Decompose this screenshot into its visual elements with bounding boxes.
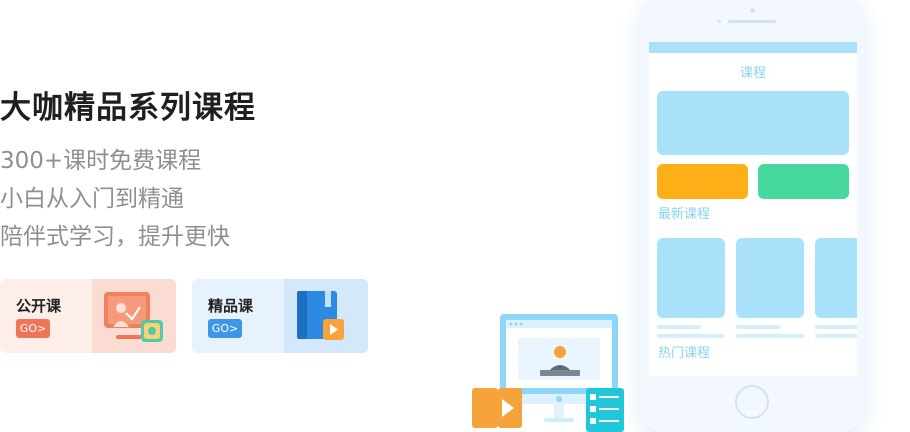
premium-course-card[interactable]: 精品课 GO> — [192, 279, 368, 353]
course-tile — [657, 238, 725, 318]
section-hot-label: 热门课程 — [658, 346, 711, 361]
text-line-placeholder — [736, 334, 804, 338]
speaker-slot — [728, 20, 776, 23]
text-line-placeholder — [736, 325, 780, 329]
category-button-green — [758, 164, 849, 199]
open-course-card[interactable]: 公开课 GO> — [0, 279, 176, 353]
status-bar — [649, 42, 857, 53]
text-line-placeholder — [657, 334, 725, 338]
text-line-placeholder — [657, 325, 701, 329]
phone-screen: 课程 最新课程 热门课程 — [649, 42, 857, 376]
banner-placeholder — [657, 91, 849, 155]
section-latest-label: 最新课程 — [658, 207, 711, 222]
sensor-dot — [718, 20, 721, 23]
camera-dot — [750, 8, 755, 13]
book-play-icon — [284, 279, 368, 353]
screen-title: 课程 — [739, 66, 766, 81]
home-button — [735, 385, 769, 419]
card-title: 公开课 — [16, 297, 62, 315]
feature-item: 小白从入门到精通 — [0, 186, 184, 212]
category-button-orange — [657, 164, 748, 199]
online-lecture-illustration — [470, 310, 630, 432]
page-title: 大咖精品系列课程 — [0, 90, 256, 126]
course-tile — [815, 238, 857, 318]
text-line-placeholder — [815, 334, 857, 338]
feature-item: 陪伴式学习，提升更快 — [0, 224, 230, 250]
go-button[interactable]: GO> — [208, 319, 242, 338]
feature-item: 300+课时免费课程 — [0, 148, 202, 174]
course-tile — [736, 238, 804, 318]
presentation-board-icon — [92, 279, 176, 353]
text-line-placeholder — [815, 325, 857, 329]
go-button[interactable]: GO> — [16, 319, 50, 338]
phone-mockup: 课程 最新课程 热门课程 — [640, 0, 864, 432]
feature-list: 300+课时免费课程 小白从入门到精通 陪伴式学习，提升更快 — [0, 142, 230, 256]
card-title: 精品课 — [208, 297, 254, 315]
